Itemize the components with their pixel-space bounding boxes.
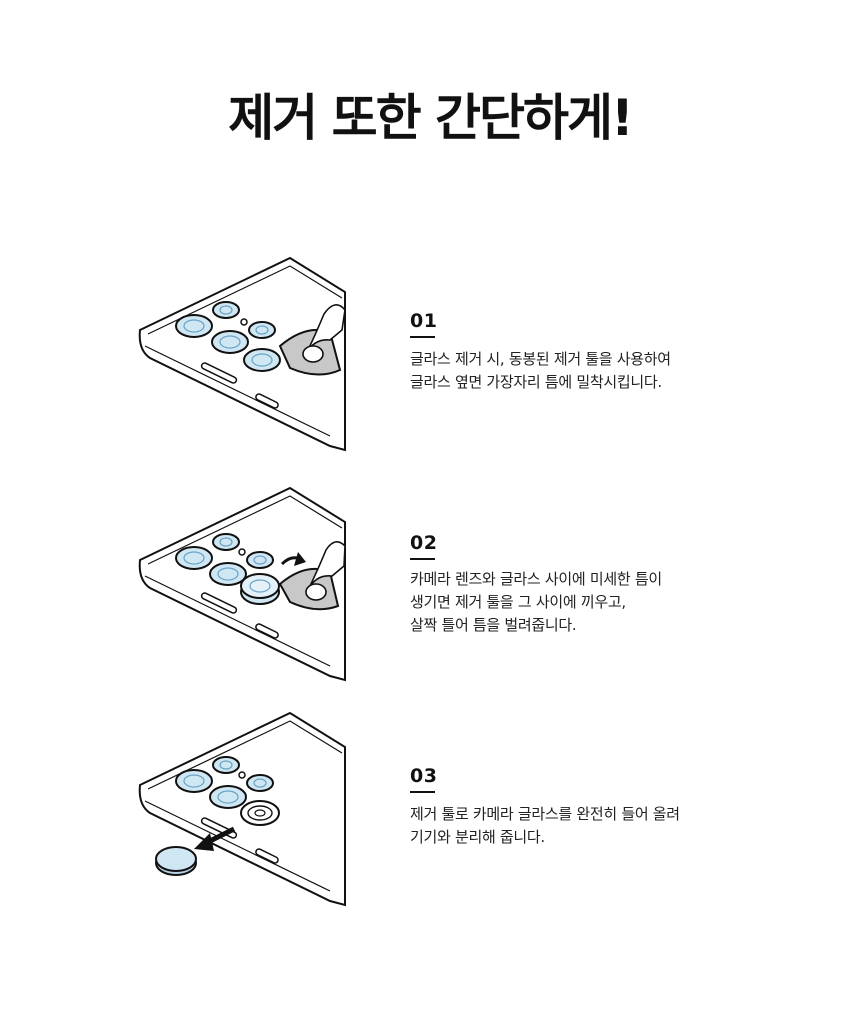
phone-illustration-step-01 — [138, 256, 346, 452]
flash-icon — [240, 318, 248, 326]
camera-lens-icon — [211, 330, 249, 354]
flash-icon — [238, 771, 246, 779]
camera-lens-icon — [209, 785, 247, 809]
step-number: 03 — [410, 765, 438, 787]
finger-icon — [303, 304, 346, 355]
step-description: 카메라 렌즈와 글라스 사이에 미세한 틈이 생기면 제거 툴을 그 사이에 끼… — [410, 568, 810, 637]
phone-illustration-step-03 — [138, 711, 346, 907]
step-description-line: 제거 툴로 카메라 글라스를 완전히 들어 올려 — [410, 805, 680, 823]
step-number: 02 — [410, 532, 438, 554]
step-03: 03 제거 툴로 카메라 글라스를 완전히 들어 올려 기기와 분리해 줍니다. — [0, 705, 860, 925]
lifted-lens-glass-icon — [240, 573, 280, 605]
detached-lens-glass-icon — [155, 846, 197, 876]
step-01: 01 글라스 제거 시, 동봉된 제거 툴을 사용하여 글라스 옆면 가장자리 … — [0, 250, 860, 470]
camera-lens-icon — [212, 756, 240, 774]
step-02: 02 카메라 렌즈와 글라스 사이에 미세한 틈이 생기면 제거 툴을 그 사이… — [0, 480, 860, 700]
camera-lens-icon — [248, 321, 276, 339]
step-description: 글라스 제거 시, 동봉된 제거 툴을 사용하여 글라스 옆면 가장자리 틈에 … — [410, 348, 810, 394]
camera-lens-icon — [175, 769, 213, 793]
step-description-line: 살짝 틀어 틈을 벌려줍니다. — [410, 616, 577, 634]
camera-lens-icon — [246, 551, 274, 569]
step-description-line: 카메라 렌즈와 글라스 사이에 미세한 틈이 — [410, 570, 662, 588]
phone-illustration-step-02 — [138, 486, 346, 682]
flash-icon — [238, 548, 246, 556]
step-description-line: 기기와 분리해 줍니다. — [410, 828, 545, 846]
step-description-line: 글라스 옆면 가장자리 틈에 밀착시킵니다. — [410, 373, 662, 391]
camera-lens-icon — [212, 301, 240, 319]
page-title: 제거 또한 간단하게! — [228, 89, 634, 147]
camera-lens-icon — [175, 314, 213, 338]
finger-icon — [307, 541, 346, 591]
bare-camera-lens-icon — [240, 800, 280, 826]
camera-lens-icon — [243, 348, 281, 372]
step-description-line: 글라스 제거 시, 동봉된 제거 툴을 사용하여 — [410, 350, 671, 368]
camera-lens-icon — [246, 774, 274, 792]
camera-lens-icon — [212, 533, 240, 551]
step-number-underline — [410, 791, 435, 793]
step-description-line: 생기면 제거 툴을 그 사이에 끼우고, — [410, 593, 626, 611]
step-description: 제거 툴로 카메라 글라스를 완전히 들어 올려 기기와 분리해 줍니다. — [410, 803, 810, 849]
step-number-underline — [410, 336, 435, 338]
step-number: 01 — [410, 310, 438, 332]
step-number-underline — [410, 558, 435, 560]
camera-lens-icon — [175, 546, 213, 570]
camera-lens-icon — [209, 562, 247, 586]
